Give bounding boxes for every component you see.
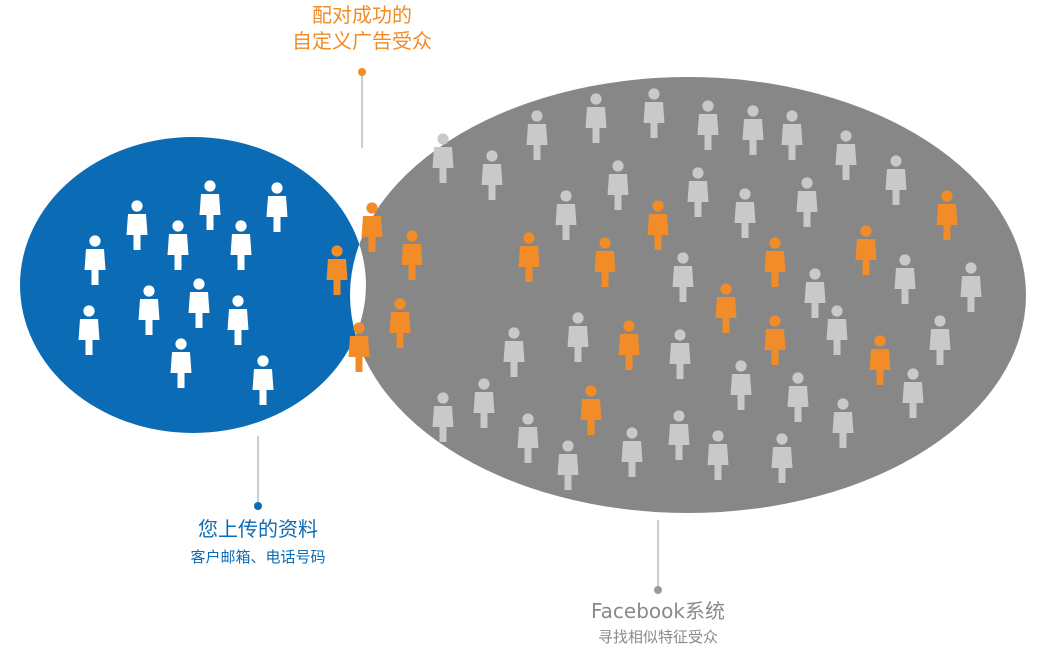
upload-label-title: 您上传的资料 [198,517,318,541]
match-leader-dot [358,68,366,76]
match-label-line2: 自定义广告受众 [292,29,432,53]
match-label: 配对成功的 自定义广告受众 [262,2,462,54]
match-label-line1: 配对成功的 [312,3,412,27]
facebook-system-set [350,77,1026,513]
facebook-label-title: Facebook系统 [591,599,725,623]
upload-label: 您上传的资料 客户邮箱、电话号码 [158,516,358,568]
upload-leader-dot [254,502,262,510]
uploaded-data-set [20,137,366,433]
facebook-leader-dot [654,586,662,594]
facebook-label: Facebook系统 寻找相似特征受众 [558,598,758,648]
upload-label-subtitle: 客户邮箱、电话号码 [190,548,326,566]
facebook-label-subtitle: 寻找相似特征受众 [597,628,718,646]
